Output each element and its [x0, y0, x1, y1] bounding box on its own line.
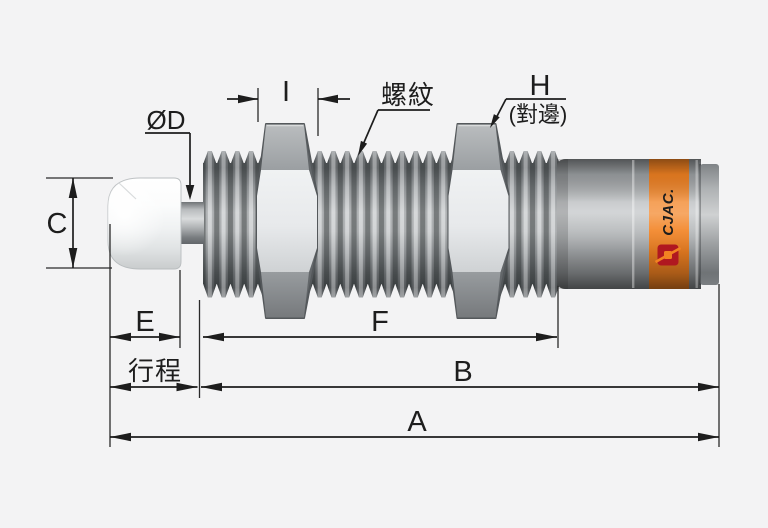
dimension-d-callout: ØD	[145, 105, 195, 200]
across-flats-label: (對邊)	[509, 102, 568, 127]
brand-logo: CJAC.	[654, 188, 682, 266]
dimension-i-label: I	[282, 76, 290, 108]
thread-note-label: 螺紋	[381, 80, 435, 110]
dimension-h-label: H	[530, 70, 551, 102]
brand-logo-text: CJAC.	[660, 188, 677, 236]
dimension-a-label: A	[407, 406, 427, 438]
dimension-e-label: E	[135, 306, 154, 338]
end-collar	[700, 164, 719, 285]
dimension-c-label: C	[47, 208, 68, 240]
dimension-stroke-label: 行程	[128, 356, 182, 386]
dimension-f-label: F	[371, 306, 389, 338]
across-flats-note: H (對邊)	[490, 70, 567, 128]
piston-rod	[179, 202, 204, 244]
thread-note: 螺紋	[358, 80, 435, 156]
rear-body: CJAC.	[557, 159, 719, 289]
shock-absorber-body: CJAC.	[107, 123, 719, 319]
dimension-i: I	[227, 76, 350, 136]
hex-nut-front	[256, 123, 318, 319]
dimension-b-label: B	[453, 356, 472, 388]
extension-lines	[109, 224, 720, 447]
dimension-b: B	[201, 356, 719, 392]
hex-nut-rear	[447, 123, 510, 319]
bumper-cap	[107, 177, 182, 270]
dimension-f: F	[203, 306, 557, 342]
dimension-a: A	[110, 406, 719, 442]
dimension-d-label: ØD	[147, 105, 186, 135]
dimension-e: E	[110, 306, 180, 342]
dimension-stroke: 行程	[110, 356, 198, 392]
dimension-c: C	[46, 177, 113, 269]
brand-logo-mark	[654, 244, 682, 266]
